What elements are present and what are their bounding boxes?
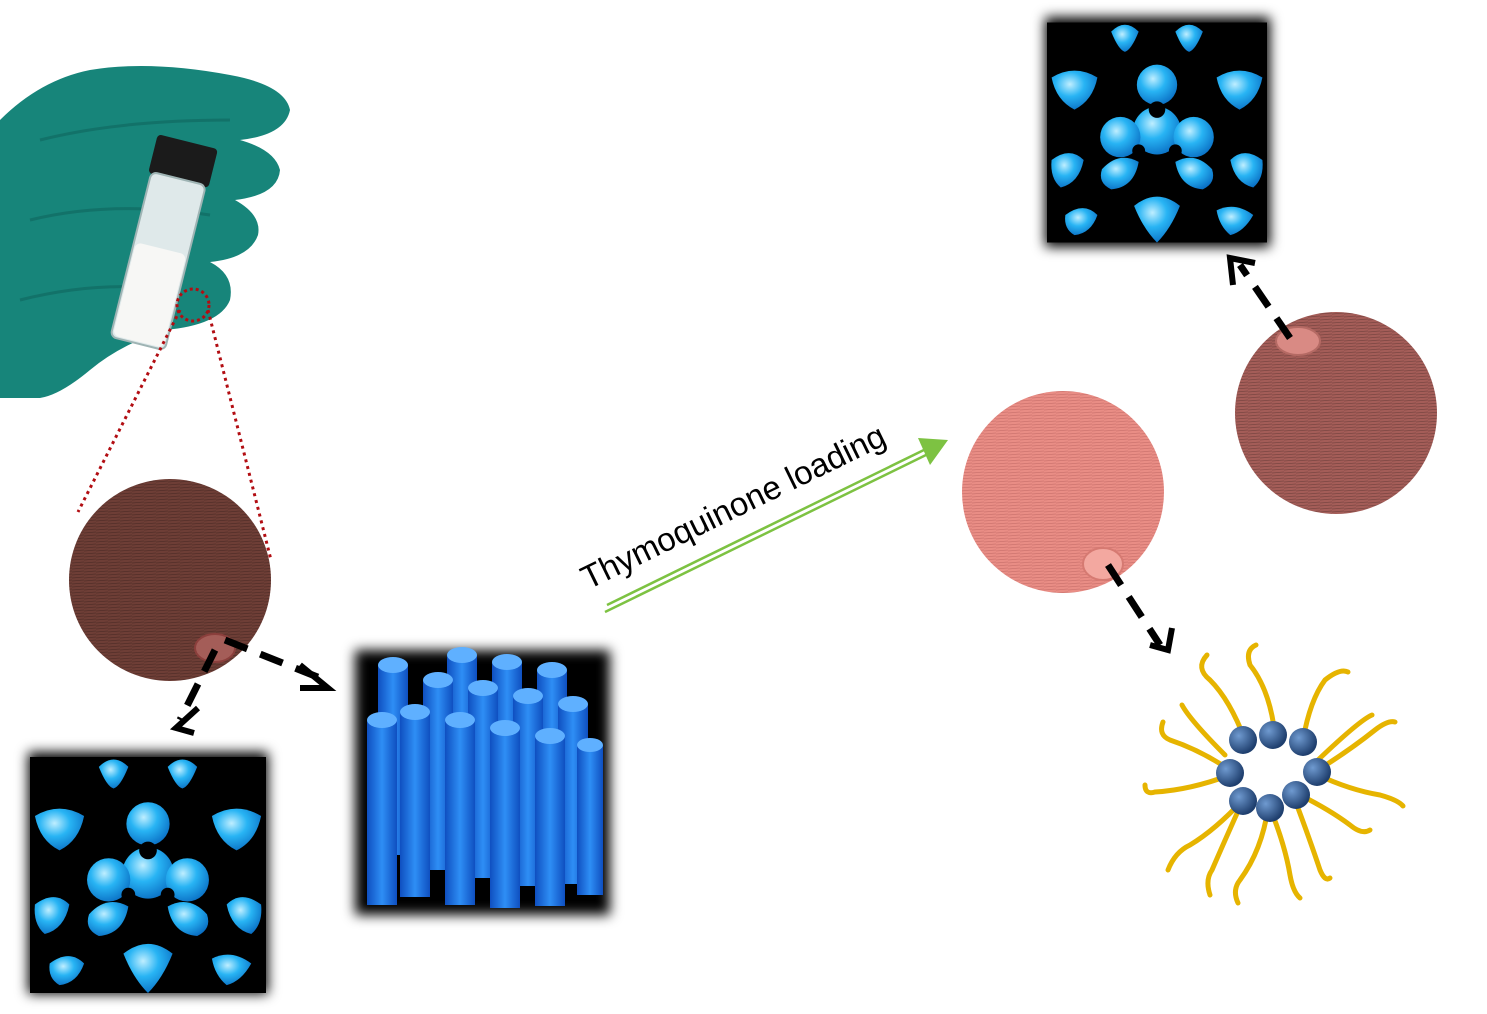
zoom-lines: [76, 309, 273, 561]
arrowhead-cubic: [169, 705, 201, 736]
loaded-particle-light: [962, 391, 1164, 593]
arrow-to-micelle: [1105, 563, 1163, 647]
arrowhead-micelle: [1149, 627, 1175, 654]
loading-arrow: [604, 438, 948, 614]
hexagonal-channel-array-icon: [355, 647, 610, 915]
step-label: Thymoquinone loading: [575, 417, 891, 597]
cubic-pore-structure-bottom-left: [28, 752, 268, 994]
arrowhead-cubic-top: [1226, 254, 1256, 286]
arrowhead-hexagonal: [298, 662, 337, 691]
unloaded-particle: [69, 479, 271, 681]
micelle-icon: [1142, 642, 1406, 906]
loaded-particle-dark: [1235, 312, 1437, 514]
arrow-to-cubic-structure-top: [1237, 263, 1293, 340]
vial-in-gloved-hand-icon: [0, 66, 290, 398]
cubic-pore-structure-top-right: [1045, 17, 1270, 247]
arrow-to-cubic-structure: [176, 648, 219, 722]
